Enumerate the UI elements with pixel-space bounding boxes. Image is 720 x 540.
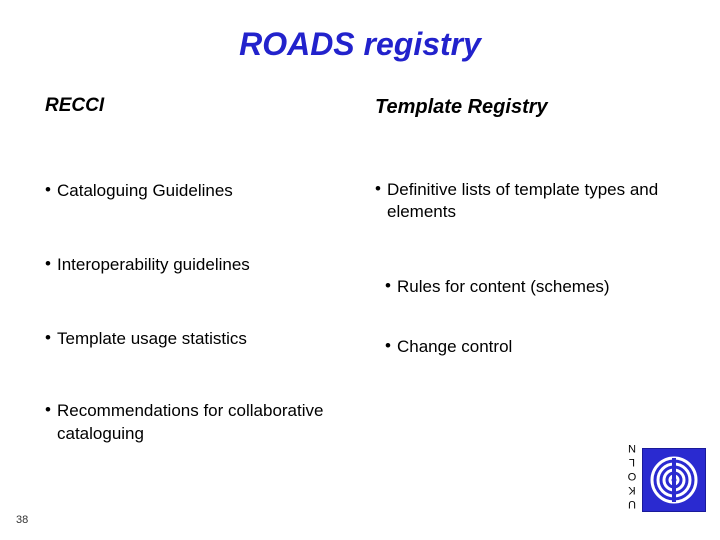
bullet-dot-icon: •	[385, 336, 391, 356]
bullet-dot-icon: •	[45, 179, 51, 199]
list-item-label: Interoperability guidelines	[57, 255, 250, 275]
list-item-label: Cataloguing Guidelines	[57, 180, 233, 200]
bullet-dot-icon: •	[375, 179, 381, 198]
list-item: • Template usage statistics	[45, 328, 365, 350]
list-item: • Interoperability guidelines	[45, 254, 365, 276]
list-item-label: Change control	[397, 337, 513, 357]
page-number: 38	[16, 514, 29, 526]
swirl-icon	[650, 456, 698, 504]
list-item-label: Definitive lists of template types and e…	[387, 180, 659, 222]
list-item: • Definitive lists of template types and…	[375, 179, 695, 224]
logo: UKOLN	[610, 440, 706, 512]
page-title: ROADS registry	[239, 26, 481, 62]
left-column-heading: RECCI	[45, 95, 105, 116]
right-column: Template Registry • Definitive lists of …	[375, 95, 695, 359]
list-item-label: Rules for content (schemes)	[397, 276, 610, 296]
list-item: • Recommendations for collaborative cata…	[45, 400, 365, 445]
bullet-dot-icon: •	[385, 275, 391, 295]
list-item-label: Recommendations for collaborative catalo…	[57, 401, 324, 443]
logo-box	[642, 448, 706, 512]
left-column: RECCI • Cataloguing Guidelines • Interop…	[45, 95, 365, 445]
bullet-dot-icon: •	[45, 254, 51, 274]
left-column-bullets: • Cataloguing Guidelines • Interoperabil…	[45, 180, 365, 445]
logo-text: UKOLN	[626, 440, 638, 510]
bullet-dot-icon: •	[45, 327, 51, 347]
right-column-bullets: • Definitive lists of template types and…	[375, 179, 695, 359]
list-item: • Rules for content (schemes)	[375, 276, 695, 298]
bullet-dot-icon: •	[45, 400, 51, 420]
list-item: • Change control	[375, 336, 695, 358]
list-item-label: Template usage statistics	[57, 328, 247, 348]
right-column-heading: Template Registry	[375, 96, 548, 118]
list-item: • Cataloguing Guidelines	[45, 180, 365, 202]
